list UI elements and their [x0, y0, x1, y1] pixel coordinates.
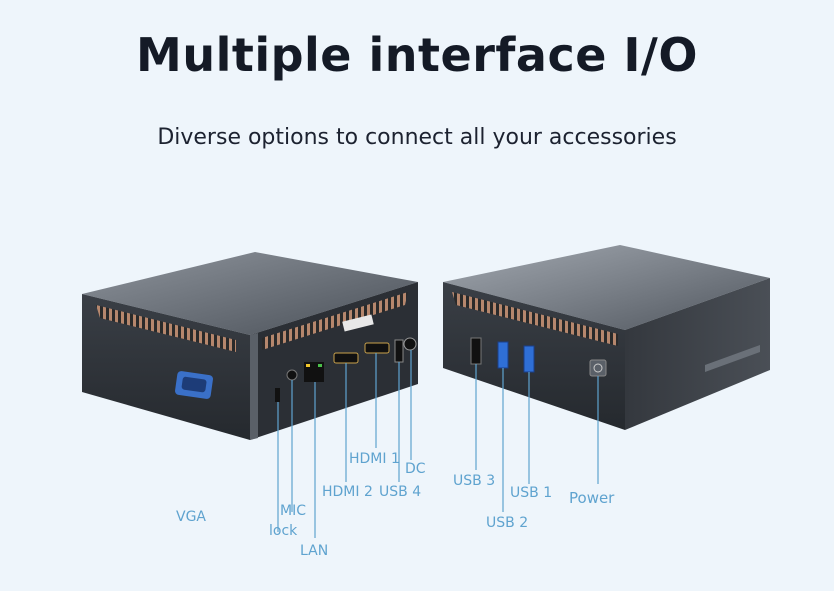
usb2-port [497, 341, 509, 369]
page-title: Multiple interface I/O [136, 28, 698, 82]
hdmi1-port [364, 342, 390, 354]
mic-jack [286, 369, 298, 381]
usb3-port [470, 337, 482, 365]
page-subtitle: Diverse options to connect all your acce… [157, 125, 677, 150]
hdmi2-port [333, 352, 359, 364]
label-dc: DC [405, 461, 426, 477]
label-lan: LAN [300, 543, 329, 559]
mini-pc-left [82, 252, 418, 440]
vga-port [175, 371, 213, 399]
mini-pc-right [443, 245, 770, 430]
label-usb4: USB 4 [379, 484, 422, 500]
label-vga: VGA [176, 509, 207, 525]
label-usb3: USB 3 [453, 473, 496, 489]
usb1-port [523, 345, 535, 373]
lock-slot [275, 388, 280, 402]
dc-jack [403, 337, 417, 351]
lan-port [304, 362, 324, 382]
label-usb2: USB 2 [486, 515, 529, 531]
label-power: Power [569, 489, 615, 507]
label-usb1: USB 1 [510, 485, 553, 501]
usb4-port [394, 339, 404, 363]
leader-lines [277, 350, 599, 538]
label-mic: MIC [280, 503, 306, 519]
label-lock: lock [269, 523, 298, 539]
label-hdmi1: HDMI 1 [349, 451, 400, 467]
power-button [589, 359, 607, 377]
label-sticker [342, 314, 374, 332]
label-hdmi2: HDMI 2 [322, 484, 373, 500]
